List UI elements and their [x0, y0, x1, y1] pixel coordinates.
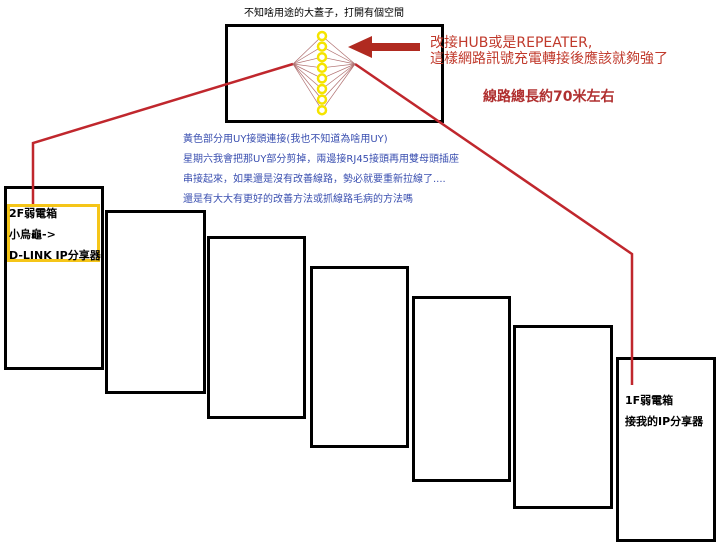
- splice-wire: [321, 63, 356, 111]
- box-2f: [4, 186, 104, 370]
- label-1f-line2: 接我的IP分享器: [625, 415, 704, 428]
- splice-wire: [292, 63, 323, 79]
- splice-wire: [292, 63, 323, 111]
- splice-wire: [321, 63, 356, 90]
- splice-nodes: [316, 30, 328, 116]
- label-2f-line2: 小烏龜->: [9, 228, 56, 241]
- ceiling-panel: [207, 236, 306, 419]
- ceiling-panel: [513, 325, 613, 509]
- cable-line: [31, 62, 634, 385]
- arrow-icon: [348, 36, 420, 58]
- splice-wire: [292, 63, 323, 90]
- splice-wire: [321, 46, 356, 65]
- label-2f-line3: D-LINK IP分享器: [9, 249, 101, 262]
- splice-wire: [292, 46, 323, 65]
- ceiling-panel: [412, 296, 511, 482]
- uy-connector-node: [316, 30, 328, 42]
- note-line: 還是有大大有更好的改善方法或抓線路毛病的方法嗎: [183, 194, 413, 205]
- label-2f: 2F弱電箱 小烏龜-> D-LINK IP分享器: [9, 203, 101, 266]
- uy-connector-node: [316, 73, 328, 84]
- note-line: 串接起來，如果還是沒有改善線路，勢必就要重新拉線了....: [183, 174, 446, 185]
- uy-connector-node: [316, 104, 328, 116]
- note-line: 星期六我會把那UY部分剪掉，兩邊接RJ45接頭再用雙母頭插座: [183, 154, 460, 165]
- length-note: 線路總長約70米左右: [483, 89, 615, 105]
- splice-wire: [321, 63, 356, 69]
- annotation-line2: 這樣網路訊號充電轉接後應該就夠強了: [430, 51, 668, 67]
- annotation-line1: 改接HUB或是REPEATER,: [430, 35, 593, 51]
- label-1f-line1: 1F弱電箱: [625, 394, 674, 407]
- uy-connector-node: [316, 62, 328, 74]
- note-line: 黃色部分用UY接頭連接(我也不知道為啥用UY): [183, 134, 388, 145]
- splice-wire: [321, 63, 356, 100]
- lid-title: 不知啥用途的大蓋子，打開有個空間: [244, 8, 404, 19]
- uy-connector-node: [316, 51, 328, 63]
- uy-connector-node: [316, 83, 328, 95]
- label-2f-line1: 2F弱電箱: [9, 207, 58, 220]
- ceiling-panel: [310, 266, 409, 448]
- splice-wire: [292, 63, 323, 100]
- ceiling-panel: [105, 210, 206, 394]
- splice-wire: [321, 63, 356, 79]
- uy-connector-node: [316, 41, 328, 52]
- box-1f: [616, 357, 716, 542]
- highlight-2f: [7, 204, 100, 262]
- splice-wire: [292, 35, 323, 65]
- uy-connector-node: [316, 94, 328, 105]
- splice-wire: [321, 35, 356, 65]
- splice-wire: [321, 56, 356, 65]
- label-1f: 1F弱電箱 接我的IP分享器: [625, 390, 703, 432]
